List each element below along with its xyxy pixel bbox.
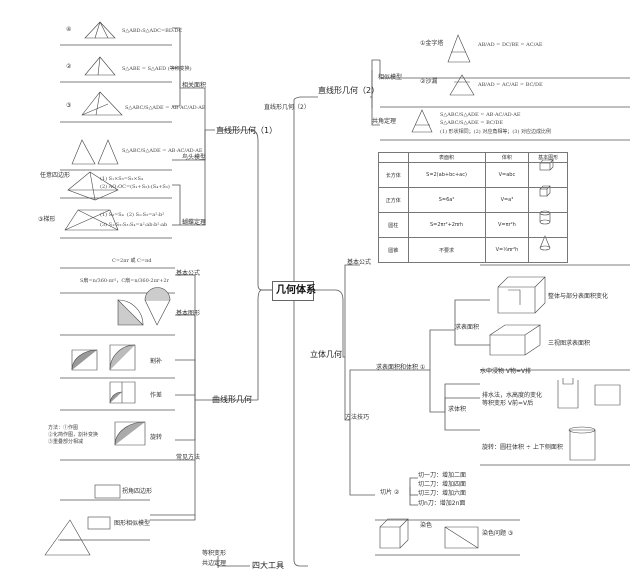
root-label: 几何体系 — [276, 285, 316, 296]
water-label: 水中浸物 V物=V排 — [480, 368, 532, 375]
solid-title[interactable]: 立体几何 — [310, 350, 342, 359]
hourglass-ratio: AB/AD = AC/AE = BC/DE — [478, 82, 543, 88]
bottom-title[interactable]: 四大工具 — [252, 561, 284, 570]
table-cell: 正方体 — [378, 187, 409, 213]
trapezoid-label: ③梯形 — [38, 216, 56, 223]
curve-method: 方法：①作图 ②化简作图，割补变换 ③重叠部分相减 — [48, 425, 99, 445]
any-quad-label: 任意四边形 — [40, 172, 71, 179]
rect-label: 拐角四边形 — [122, 488, 153, 495]
trap-formula-1: (1) S₂=S₄ (2) S₁:S₃=a²:b² — [100, 212, 165, 218]
butterfly-formula-1: (1) S₁×S₃=S₂×S₄ — [100, 176, 143, 182]
rotate-curve-label: 旋转 — [150, 434, 163, 441]
surface-volume-label[interactable]: 求表面积和体积 ① — [376, 364, 426, 371]
table-header: 基本图形 — [528, 152, 568, 163]
sector-formula: S扇=n/360·πr²，C扇=n/360·2πr+2r — [80, 278, 170, 284]
circle-formula: C=2πr 或 C=πd — [112, 258, 152, 264]
table-cell: 圆锥 — [378, 237, 409, 263]
table-header — [378, 152, 409, 163]
figure-group — [44, 21, 621, 556]
rect-label-2: 图形相似模型 — [114, 520, 151, 527]
surface-label[interactable]: 求表面积 — [455, 324, 480, 331]
methods-label[interactable]: 方法技巧 — [345, 414, 370, 421]
table-cell: V=πr²h — [484, 212, 530, 238]
dye-example-label: 染色问题 ③ — [482, 530, 514, 537]
cut-label[interactable]: 切片 ② — [380, 489, 400, 496]
volume-label[interactable]: 求体积 — [448, 406, 467, 413]
pyramid-ratio: AB/AD = DC/BE = AC/AE — [478, 42, 543, 48]
common-angle-label: 共角定理 — [372, 118, 397, 125]
example-2-label: ② — [66, 63, 72, 70]
similar-rule: (1) 形状相同；(2) 对应角相等；(3) 对应边成比例 — [440, 129, 552, 135]
ratio-formula: S△ABC/S△ADE = AB·AC/AD·AE — [125, 105, 206, 111]
hourglass-label: ②沙漏 — [420, 78, 438, 85]
similar-title[interactable]: 直线形几何（2） — [318, 86, 380, 95]
straight-line-title[interactable]: 直线形几何（1） — [216, 126, 278, 135]
example-3-label: ③ — [66, 102, 72, 109]
curve-title[interactable]: 曲线形几何 — [212, 395, 252, 404]
area-formula-1: S△ABD:S△ADC=BD:DC — [122, 28, 183, 34]
similar-subtitle: 直线形几何（2） — [264, 104, 310, 111]
three-view-label: 三视图求表面积 — [548, 340, 591, 347]
table-cell: 长方体 — [378, 162, 409, 188]
rotate-label: 旋转：圆柱体积 ÷ 上下侧面积 — [482, 444, 563, 451]
cut-paste-label: 割补 — [150, 358, 163, 365]
equal-volume-label: 等积变形 V前=V后 — [482, 400, 534, 407]
butterfly-label[interactable]: 蝴蝶定理 — [182, 219, 207, 226]
table-cell: S=2(ab+bc+ac) — [407, 162, 486, 188]
cube-hint-label: 整体与部分表面积变化 — [548, 293, 609, 300]
table-cell: V=a³ — [484, 187, 530, 213]
curve-basic-label[interactable]: 基本公式 — [176, 270, 201, 277]
area-ratio-2: S△ABC/S△ADE = BC/DE — [440, 120, 504, 126]
cutn-label: 切n刀：增加2n面 — [418, 500, 466, 507]
bottom-sub2: 共边定理 — [202, 560, 227, 567]
table-cell: V=abc — [484, 162, 530, 188]
example-1-label: ④ — [66, 26, 72, 33]
table-header: 表面积 — [407, 152, 486, 163]
bird-head-label[interactable]: 鸟头模型 — [182, 154, 207, 161]
area-ratio: S△ABC/S△ADE = AB·AC/AD·AE — [440, 112, 521, 118]
trap-formula-2: (3) S₁:S₂:S₃:S₄=a²:ab:b²:ab — [100, 222, 168, 228]
table-header: 体积 — [484, 152, 530, 163]
cut2-label: 切二刀：增加四面 — [418, 481, 467, 488]
root-node[interactable]: 几何体系 — [272, 281, 316, 301]
table-cell: S=6a² — [407, 187, 486, 213]
pyramid-label: ①金字塔 — [420, 40, 444, 47]
similar-ratio-formula: S△ABC/S△ADE = AB·AC/AD·AE — [122, 148, 203, 154]
cut1-label: 切一刀：增加二面 — [418, 472, 467, 479]
basic-shapes-label[interactable]: 基本图形 — [176, 310, 201, 317]
similar-model-label[interactable]: 相似模型 — [378, 74, 403, 81]
related-area-label[interactable]: 相关面积 — [182, 82, 207, 89]
solid-basic-label[interactable]: 基本公式 — [347, 259, 372, 266]
common-methods-label[interactable]: 常见方法 — [176, 454, 201, 461]
table-cell: V=⅓πr²h — [484, 237, 530, 263]
table-cell: 不要求 — [407, 237, 486, 263]
area-formula-2: S△ABE = S△AED (等积变换) — [122, 66, 192, 72]
subtract-label: 作差 — [150, 392, 163, 399]
butterfly-formula-2: (2) AO:OC=(S₁+S₂):(S₄+S₃) — [100, 184, 170, 190]
table-cell: S=2πr²+2πrh — [407, 212, 486, 238]
bottom-sub1: 等积变形 — [202, 550, 227, 557]
table-cell: 圆柱 — [378, 212, 409, 238]
displacement-label: 排水法，水高度的变化 — [482, 392, 543, 399]
cut3-label: 切三刀：增加六面 — [418, 490, 467, 497]
dye-label: 染色 — [420, 522, 433, 529]
